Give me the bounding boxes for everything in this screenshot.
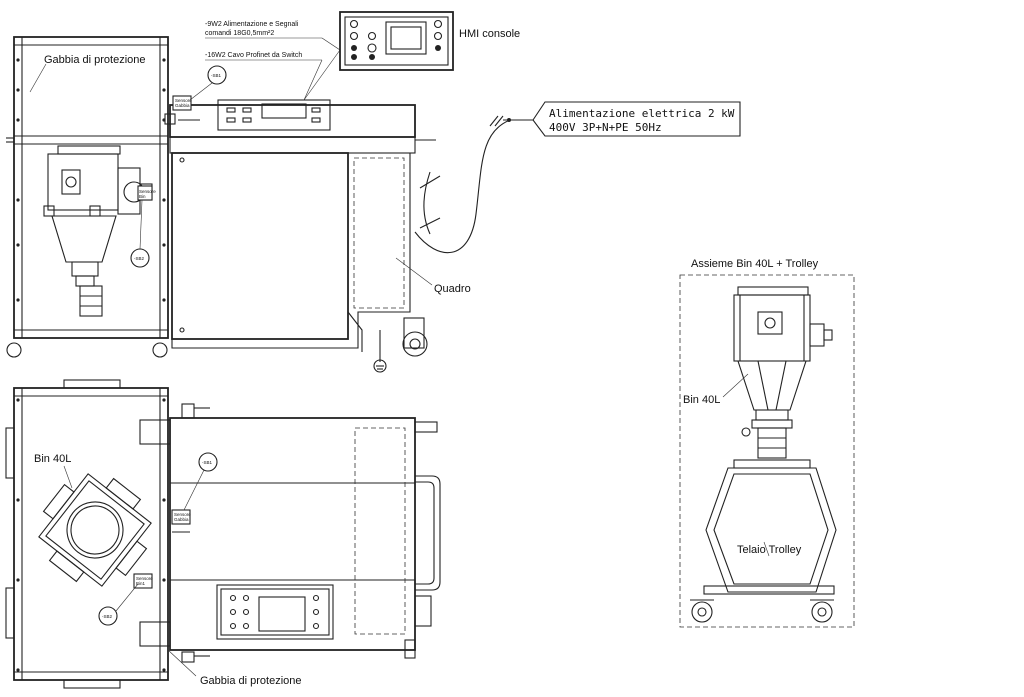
- cable-profinet-label: -16W2 Cavo Profinet da Switch: [205, 52, 302, 59]
- sensor-bin-label-2: Bin: [139, 194, 146, 199]
- svg-text:Sensore: Sensore: [174, 512, 191, 517]
- cables-and-hmi: [205, 11, 741, 286]
- hmi-console-label: HMI console: [459, 28, 520, 40]
- cage-label-bottom: Gabbia di protezione: [200, 675, 302, 687]
- assembly-title: Assieme Bin 40L + Trolley: [691, 258, 819, 270]
- machine-body-plan: [169, 403, 441, 663]
- svg-text:-SB1: -SB1: [211, 73, 222, 78]
- protective-cage-side: [6, 36, 169, 339]
- sensor-label-1: Sensore: [175, 98, 192, 103]
- protective-cage-plan: [5, 379, 171, 689]
- sensor-box-cage-bottom: Sensore Gabbia: [171, 509, 191, 533]
- cage-bolts: [16, 58, 166, 302]
- text-labels: Gabbia di protezione -9W2 Alimentazione …: [34, 21, 819, 687]
- bin-plan: [38, 473, 152, 587]
- sensor-box-bin-bottom: Sensore Bin1: [133, 573, 153, 589]
- power-supply-label-1: Alimentazione elettrica 2 kW: [549, 107, 735, 120]
- bin-assembly-label: Bin 40L: [683, 394, 720, 406]
- tag-sb1-top: -SB1: [189, 65, 227, 101]
- svg-text:-SB2: -SB2: [134, 256, 145, 261]
- tag-sb2-top: -SB2: [130, 199, 150, 268]
- sensor-box-cage-top: Sensore Gabbia: [164, 95, 200, 125]
- hmi-console: [339, 11, 454, 71]
- trolley-frame-label: Telaio Trolley: [737, 544, 802, 556]
- machine-body-side: [6, 99, 436, 373]
- svg-text:Sensore: Sensore: [136, 576, 153, 581]
- svg-text:Bin1: Bin1: [136, 581, 146, 586]
- svg-text:-SB2: -SB2: [102, 614, 113, 619]
- plan-cage-bolts: [16, 398, 166, 672]
- bin-side: [43, 145, 153, 317]
- side-elevation-view: Sensore Gabbia Sensore Bin -SB1 -SB2: [6, 36, 436, 373]
- plan-view: Sensore Bin1: [5, 379, 441, 689]
- svg-text:Gabbia: Gabbia: [174, 517, 189, 522]
- bin-trolley-assembly: [679, 274, 855, 628]
- panel-label: Quadro: [434, 283, 471, 295]
- cable-power-signals-label-1: -9W2 Alimentazione e Segnali: [205, 21, 299, 28]
- cable-power-signals-label-2: comandi 18G0,5mm²2: [205, 30, 274, 37]
- sensor-box-bin-top: Sensore Bin: [137, 185, 156, 201]
- tag-sb2-bottom: -SB2: [98, 583, 139, 626]
- control-panel-keys: [226, 107, 321, 123]
- bin-plan-label: Bin 40L: [34, 453, 71, 465]
- tag-sb1-bottom: -SB1: [183, 452, 218, 511]
- power-supply-label-2: 400V 3P+N+PE 50Hz: [549, 121, 662, 134]
- cage-label-top: Gabbia di protezione: [44, 54, 146, 66]
- sensor-bin-label-1: Sensore: [139, 189, 156, 194]
- sensor-label-2: Gabbia: [175, 103, 190, 108]
- svg-text:-SB1: -SB1: [202, 460, 213, 465]
